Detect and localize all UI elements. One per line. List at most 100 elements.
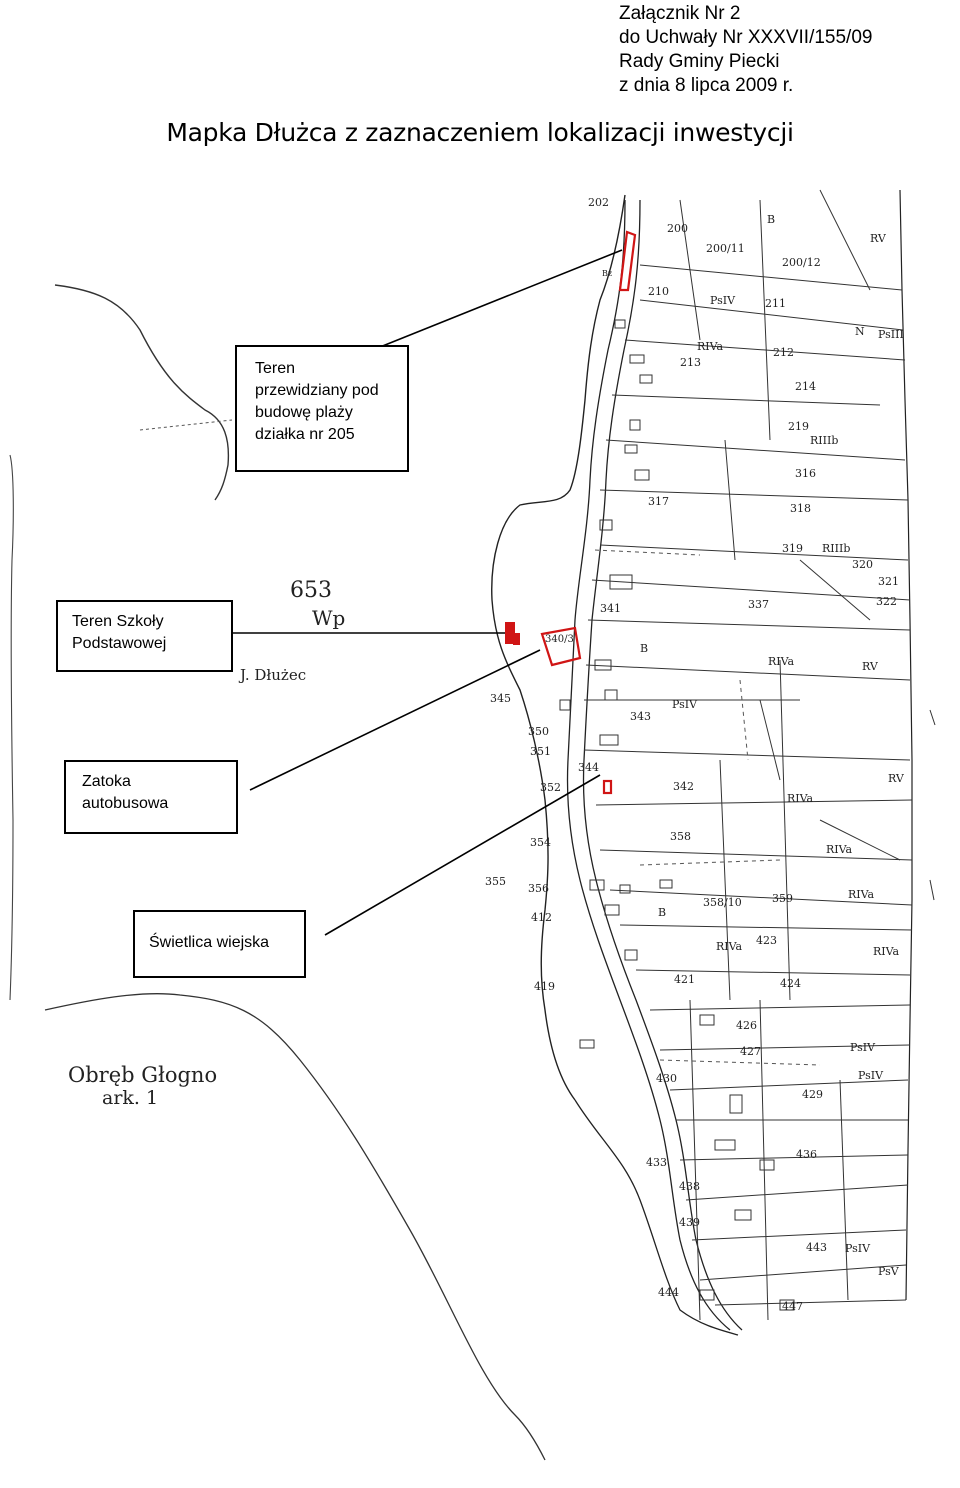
parcel-200: 200 [667, 222, 688, 235]
land-class-psiii-1: PsIII [878, 328, 904, 341]
land-class-riva-4: RIVa [787, 792, 814, 805]
lake-number: 653 [290, 578, 332, 603]
school-building-highlight [505, 622, 515, 644]
land-class-riva-3: RIVa [826, 843, 853, 856]
parcel-447: 447 [782, 1300, 803, 1313]
parcel-355: 355 [485, 875, 506, 888]
callout-school-line1: Teren Szkoły [72, 613, 164, 630]
parcel-356: 356 [528, 882, 549, 895]
parcel-429: 429 [802, 1088, 823, 1101]
parcel-351: 351 [530, 745, 551, 758]
parcel-200-11: 200/11 [706, 242, 745, 255]
land-class-n-1: N [855, 325, 865, 338]
parcel-359: 359 [772, 892, 793, 905]
council-name: Rady Gminy Piecki [619, 51, 780, 72]
callout-leaders [233, 249, 623, 936]
parcel-341: 341 [600, 602, 621, 615]
parcel-424: 424 [780, 977, 801, 990]
callout-school: Teren Szkoły Podstawowej [56, 600, 233, 672]
callout-hall-line1: Świetlica wiejska [149, 934, 270, 951]
lake-code: Wp [312, 606, 346, 630]
parcel-342: 342 [673, 780, 694, 793]
callout-bus-line2: autobusowa [82, 795, 169, 812]
parcel-337: 337 [748, 598, 769, 611]
land-class-psiv-3: PsIV [850, 1041, 876, 1054]
callout-beach: Teren przewidziany pod budowę plaży dzia… [235, 345, 409, 472]
lake-name-label: J. Dłużec [240, 666, 306, 684]
parcel-321: 321 [878, 575, 899, 588]
land-class-riva-1: RIVa [697, 340, 724, 353]
parcel-320: 320 [852, 558, 873, 571]
parcel-number-labels: 202 200 200/11 200/12 210 211 212 213 21… [485, 196, 899, 1313]
land-class-bz-1: Bz [602, 269, 612, 278]
lake-shoreline-west [9, 454, 14, 1001]
dashed-paths [594, 549, 821, 1066]
village-west-boundary-south [574, 1099, 739, 1336]
hall-leader-line [324, 774, 601, 936]
land-class-psiv-4: PsIV [858, 1069, 884, 1082]
parcel-421: 421 [674, 973, 695, 986]
main-road-east [582, 199, 743, 1331]
lake-code-label: Wp [312, 606, 345, 630]
callout-beach-line4: działka nr 205 [255, 426, 355, 443]
parcel-343: 343 [630, 710, 651, 723]
parcel-219: 219 [788, 420, 809, 433]
parcel-444: 444 [658, 1286, 679, 1299]
callout-beach-line1: Teren [255, 360, 296, 377]
investment-highlights [540, 230, 637, 795]
parcel-318: 318 [790, 502, 811, 515]
parcel-210: 210 [648, 285, 669, 298]
building-footprints [559, 319, 795, 1311]
east-boundary [899, 189, 913, 1301]
parcel-438: 438 [679, 1180, 700, 1193]
beach-plot-205-highlight [618, 230, 637, 292]
parcel-439: 439 [679, 1216, 700, 1229]
parcel-430: 430 [656, 1072, 677, 1085]
attachment-header: Załącznik Nr 2 do Uchwały Nr XXXVII/155/… [619, 2, 872, 98]
parcel-213: 213 [680, 356, 701, 369]
parcel-lines [583, 189, 913, 1321]
precinct-name: Obręb Głogno [68, 1063, 218, 1087]
land-class-psiv-1: PsIV [710, 294, 736, 307]
parcel-211: 211 [765, 297, 786, 310]
resolution-number: do Uchwały Nr XXXVII/155/09 [619, 27, 873, 48]
parcel-319: 319 [782, 542, 803, 555]
lake-shoreline-north [54, 284, 230, 501]
beach-leader-line [379, 249, 623, 348]
callout-bus-bay: Zatoka autobusowa [64, 760, 238, 834]
land-class-b-2: B [658, 906, 666, 919]
land-class-riva-5: RIVa [848, 888, 875, 901]
land-class-b-1: B [767, 213, 775, 226]
land-class-psiv-2: PsIV [672, 698, 698, 711]
precinct-label: Obręb Głogno ark. 1 [68, 1063, 217, 1109]
parcel-322: 322 [876, 595, 897, 608]
main-road-west [566, 199, 731, 1331]
land-class-rv-2: RV [862, 660, 879, 673]
callout-bus-line1: Zatoka [82, 773, 131, 790]
land-class-psiv-5: PsIV [845, 1242, 871, 1255]
callout-school-line2: Podstawowej [72, 635, 167, 652]
parcel-202: 202 [588, 196, 609, 209]
parcel-426: 426 [736, 1019, 757, 1032]
parcel-427: 427 [740, 1045, 761, 1058]
parcel-345: 345 [490, 692, 511, 705]
resolution-date: z dnia 8 lipca 2009 r. [619, 75, 794, 96]
land-class-labels: RV RIVa RIIIb PsIV PsIII N B Bz RV RIVa … [602, 213, 905, 1278]
parcel-214: 214 [795, 380, 816, 393]
attachment-number: Załącznik Nr 2 [619, 3, 741, 24]
land-class-rv-1: RV [870, 232, 887, 245]
parcel-344: 344 [578, 761, 599, 774]
lake-guide-line [139, 419, 233, 431]
school-building-2-highlight [513, 633, 520, 645]
parcel-340-3: 340/3 [545, 634, 574, 645]
land-class-psv-1: PsV [878, 1265, 900, 1278]
page-title: Mapka Dłużca z zaznaczeniem lokalizacji … [166, 118, 794, 147]
land-class-b-3: B [640, 642, 648, 655]
grid-tick-marks [929, 709, 936, 901]
callout-village-hall: Świetlica wiejska [133, 910, 306, 978]
land-class-rv-3: RV [888, 772, 905, 785]
bus-leader-line [249, 649, 541, 791]
parcel-412: 412 [531, 911, 552, 924]
land-class-riiib-1: RIIIb [810, 434, 838, 447]
